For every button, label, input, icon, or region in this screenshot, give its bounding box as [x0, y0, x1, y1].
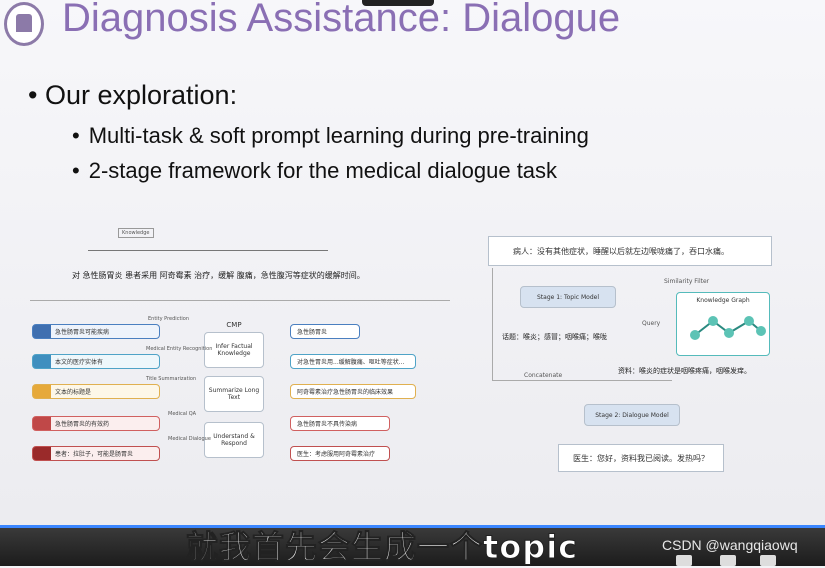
progress-bar[interactable]	[0, 525, 825, 528]
cmp-box-summarize: Summarize Long Text	[204, 376, 264, 412]
task-label: Medical Entity Recognition	[146, 346, 213, 352]
stage1-topic-model: Stage 1: Topic Model	[520, 286, 616, 308]
left-item: 急性肠胃炎的有效药	[32, 416, 160, 431]
cmp-header: CMP	[226, 321, 242, 329]
stage2-dialogue-model: Stage 2: Dialogue Model	[584, 404, 680, 426]
knowledge-graph: Knowledge Graph	[676, 292, 770, 356]
task-label: Entity Prediction	[148, 316, 190, 322]
left-item: 患者：拉肚子，可能是肠胃炎	[32, 446, 160, 461]
query-label: Query	[642, 320, 661, 327]
bullet-main: • Our exploration:	[28, 80, 238, 110]
topics-line: 话题：喉炎；感冒；咽喉痛；喉咙	[502, 333, 607, 341]
right-item: 急性肠胃炎不具传染病	[290, 416, 390, 431]
info-line: 资料：喉炎的症状是咽喉疼痛，咽喉发痒。	[618, 367, 751, 375]
left-item: 本文的医疗实体有	[32, 354, 160, 369]
doctor-utterance: 医生：您好，资料我已阅读。发热吗？	[558, 444, 724, 472]
slide: Diagnosis Assistance: Dialogue • Our exp…	[0, 0, 825, 525]
camera-notch	[362, 0, 434, 6]
university-logo-icon	[4, 2, 44, 46]
settings-icon[interactable]	[720, 555, 736, 566]
cmp-box-understand: Understand & Respond	[204, 422, 264, 458]
play-icon[interactable]	[676, 555, 692, 566]
right-item: 对急性胃炎用...缓解腹痛、呕吐等症状...	[290, 354, 416, 369]
right-item: 阿奇霉素治疗急性肠胃炎的临床效果	[290, 384, 416, 399]
fullscreen-icon[interactable]	[760, 555, 776, 566]
annotated-sentence: 对 急性肠胃炎 患者采用 阿奇霉素 治疗，缓解 腹痛，急性腹泻等症状的缓解时间。	[72, 271, 365, 280]
task-label: Medical Dialogue	[168, 436, 211, 442]
right-item: 急性肠胃炎	[290, 324, 360, 339]
task-label: Title Summarization	[146, 376, 197, 382]
left-item: 文本的标题是	[32, 384, 160, 399]
slide-title: Diagnosis Assistance: Dialogue	[62, 0, 621, 40]
cmp-box-infer: Infer Factual Knowledge	[204, 332, 264, 368]
csdn-watermark: CSDN @wangqiaowq	[662, 537, 798, 553]
patient-utterance: 病人：没有其他症状，睡醒以后就左边喉咙痛了，吞口水痛。	[488, 236, 772, 266]
left-figure: Knowledge 对 急性肠胃炎 患者采用 阿奇霉素 治疗，缓解 腹痛，急性腹…	[28, 228, 458, 478]
bullet-1: •Multi-task & soft prompt learning durin…	[72, 123, 589, 148]
concatenate-label: Concatenate	[524, 372, 563, 379]
video-subtitle: 就我首先会生成一个topic	[185, 528, 579, 567]
similarity-filter-label: Similarity Filter	[664, 278, 710, 285]
left-item: 急性肠胃炎可能疾病	[32, 324, 160, 339]
right-item: 医生：考虑服用阿奇霉素治疗	[290, 446, 390, 461]
right-figure: 病人：没有其他症状，睡醒以后就左边喉咙痛了，吞口水痛。 Stage 1: Top…	[488, 236, 778, 476]
task-label: Medical QA	[168, 411, 197, 417]
bullet-2: •2-stage framework for the medical dialo…	[72, 158, 558, 183]
